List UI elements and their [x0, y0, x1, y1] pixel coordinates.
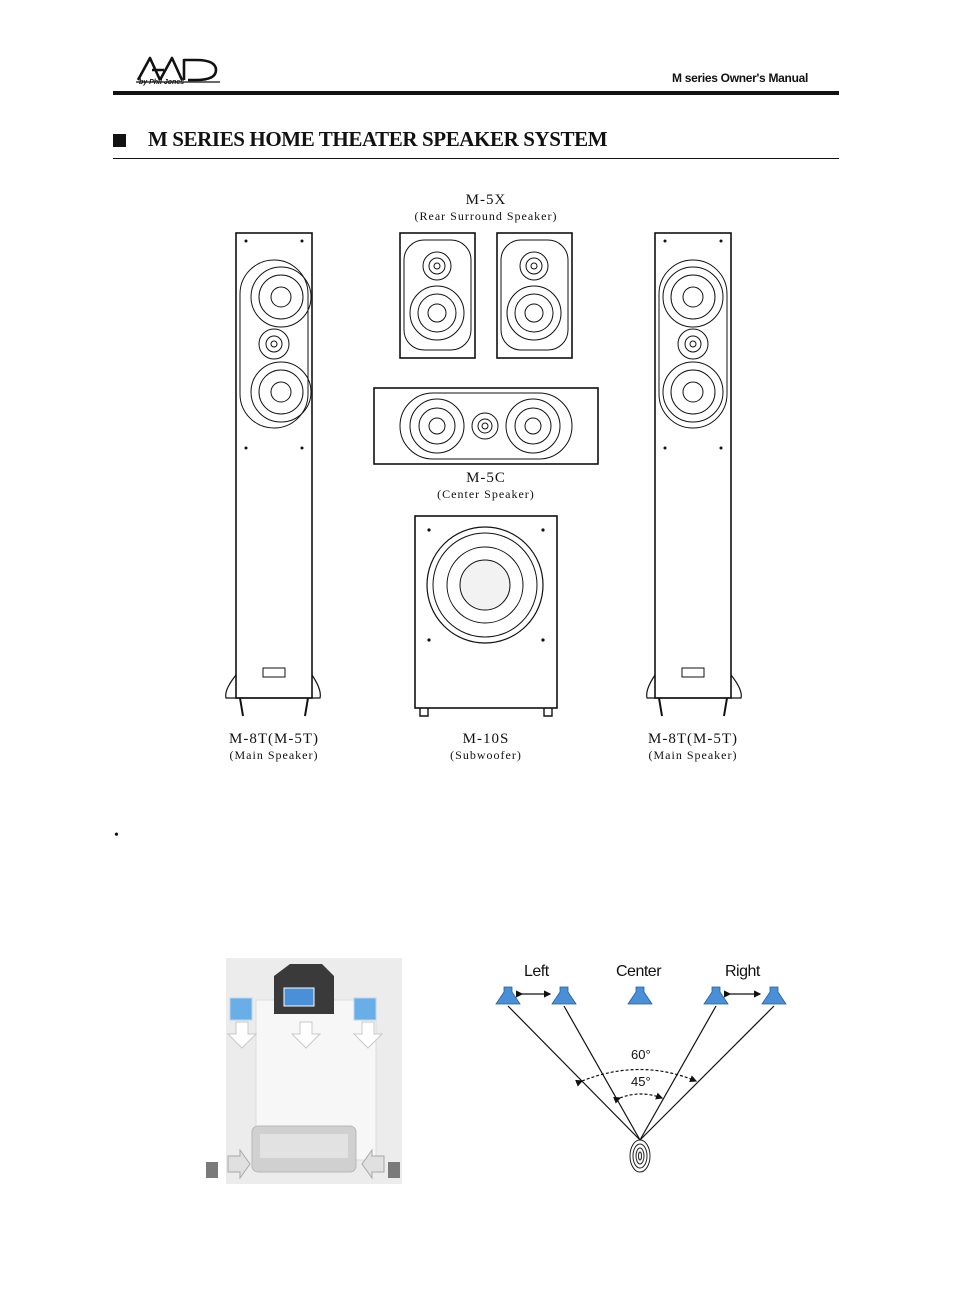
bullet-point: •: [114, 828, 119, 844]
rear-surround-left: [400, 233, 475, 358]
main-right-name: M-8T(M-5T): [593, 731, 793, 748]
main-left-role: (Main Speaker): [174, 748, 374, 762]
label-subwoofer: M-10S (Subwoofer): [386, 731, 586, 762]
speaker-illustration: [0, 0, 954, 730]
main-left-tower: [226, 233, 321, 716]
listener-icon: [630, 1140, 650, 1172]
main-left-name: M-8T(M-5T): [174, 731, 374, 748]
main-right-tower: [647, 233, 742, 716]
subwoofer-name: M-10S: [386, 731, 586, 748]
speaker-icons: [496, 987, 786, 1004]
room-layout-diagram: [226, 958, 404, 1186]
rear-surround-right: [497, 233, 572, 358]
subwoofer: [415, 516, 557, 716]
subwoofer-role: (Subwoofer): [386, 748, 586, 762]
main-right-role: (Main Speaker): [593, 748, 793, 762]
label-main-left: M-8T(M-5T) (Main Speaker): [174, 731, 374, 762]
label-main-right: M-8T(M-5T) (Main Speaker): [593, 731, 793, 762]
speaker-angle-diagram: [490, 978, 810, 1178]
center-speaker: [374, 388, 598, 464]
